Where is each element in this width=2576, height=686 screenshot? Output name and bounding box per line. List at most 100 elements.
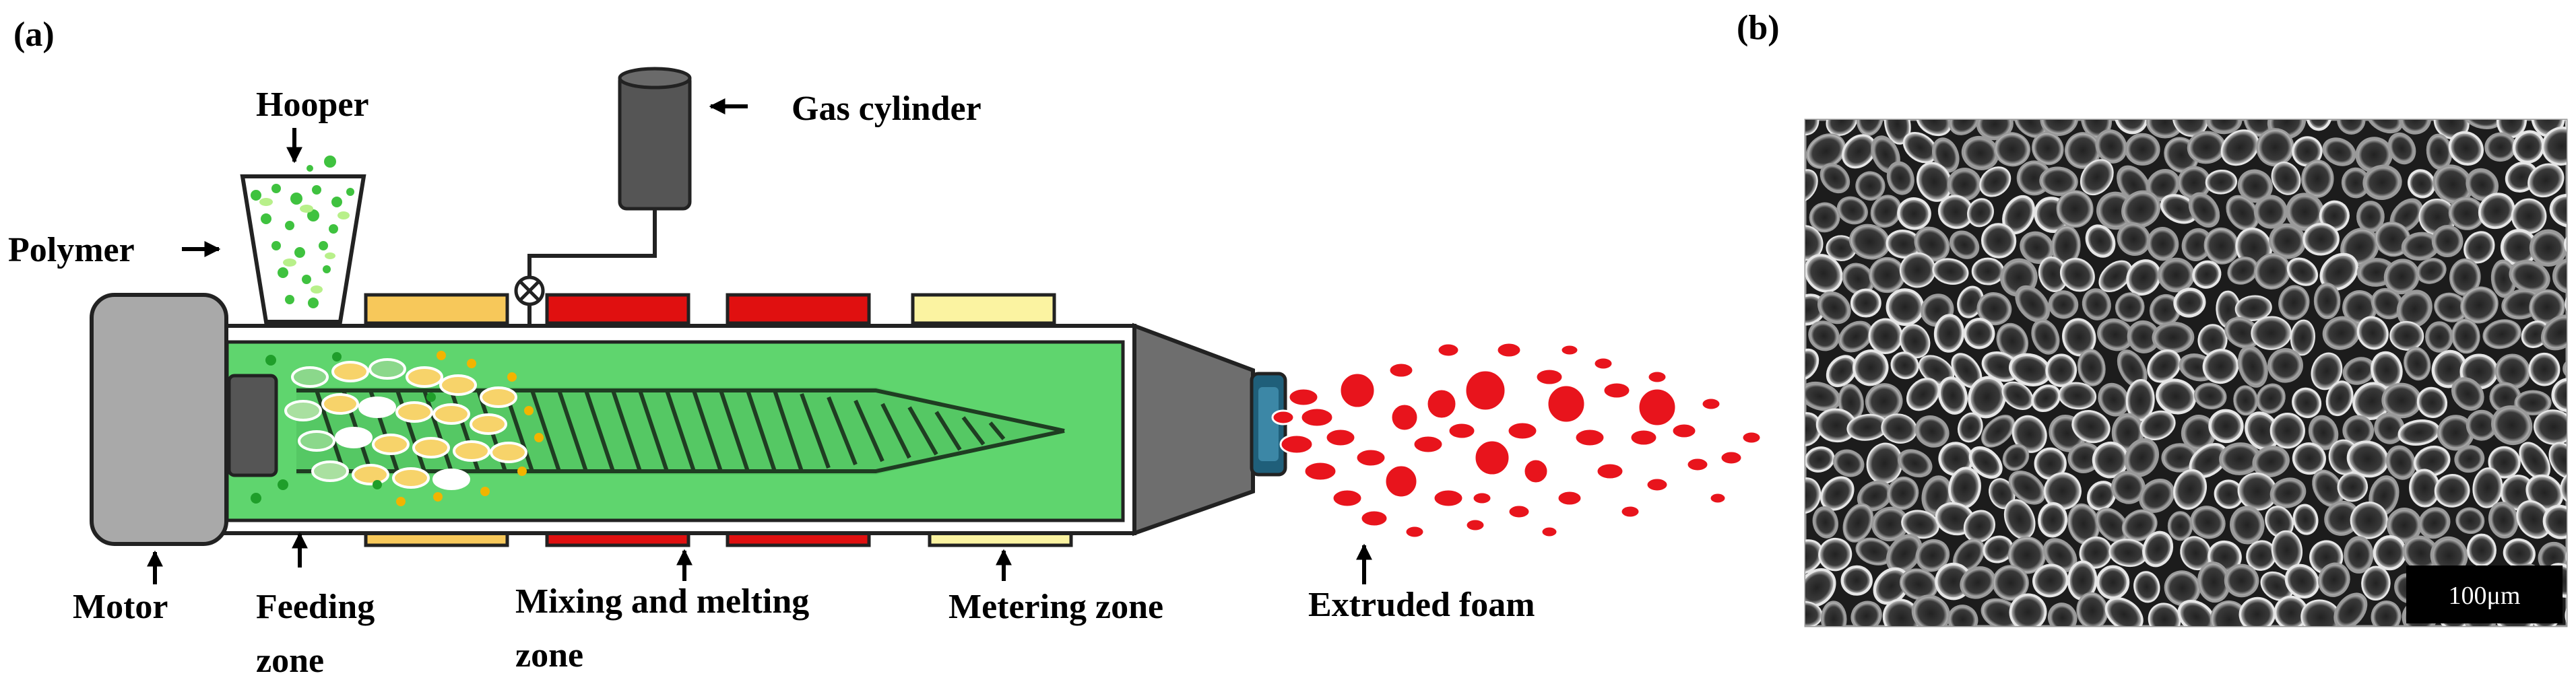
foam-cell	[2366, 120, 2404, 134]
foam-cell	[1917, 162, 1952, 202]
foam-cell	[2572, 253, 2576, 302]
foam-cell	[1805, 120, 1820, 136]
nozzle-highlight	[1258, 387, 1279, 461]
foam-cell	[2361, 565, 2391, 601]
gas-cylinder-label: Gas cylinder	[792, 90, 981, 128]
foam-cell	[2148, 603, 2181, 626]
foam-cell	[2001, 381, 2034, 410]
foam-cell	[2158, 257, 2195, 293]
foam-cell	[2482, 319, 2521, 349]
foam-cell	[2337, 472, 2369, 502]
foam-cell	[1898, 449, 1933, 478]
foam-cell	[1957, 412, 1983, 443]
foam-cell	[1805, 348, 1820, 381]
foam-cell	[2301, 160, 2334, 198]
screw-icon	[251, 351, 1065, 506]
foam-cell	[1937, 376, 1968, 415]
foam-cell	[2451, 377, 2484, 411]
foam-cell	[2292, 504, 2319, 535]
foam-cell	[2146, 227, 2179, 261]
foam-cell	[2056, 190, 2094, 228]
foam-cell	[2011, 415, 2047, 453]
foam-cell	[2311, 352, 2343, 390]
foam-cell	[1967, 198, 1994, 228]
foam-cell	[2451, 318, 2480, 354]
foam-cell	[2549, 194, 2567, 228]
foam-cell	[2039, 166, 2078, 197]
foam-cell	[2541, 314, 2567, 351]
foam-cell	[1947, 168, 1982, 201]
foam-cell	[2333, 592, 2368, 626]
foam-cell	[2254, 252, 2291, 290]
foam-cell	[1870, 195, 1902, 228]
valve-icon	[514, 275, 545, 330]
foam-cell	[2193, 382, 2227, 410]
foam-cell	[1968, 446, 2003, 479]
foam-cell	[2098, 382, 2130, 417]
foam-cell	[2188, 192, 2220, 228]
foam-cell	[2058, 382, 2097, 410]
foam-cell	[2467, 533, 2497, 567]
foam-cell	[1897, 197, 1931, 230]
foam-cell	[2059, 258, 2095, 292]
polymer-label: Polymer	[8, 231, 135, 269]
foam-cell	[2271, 162, 2301, 195]
foam-cell	[1981, 415, 2016, 448]
foam-cell	[2565, 120, 2567, 145]
foam-cell	[1873, 567, 1910, 605]
foam-cell	[2092, 441, 2129, 479]
foam-cell	[2552, 258, 2567, 294]
foam-cell	[2167, 511, 2193, 541]
foam-cell	[1805, 539, 1824, 575]
foam-cell	[1840, 565, 1873, 596]
foam-cell	[2149, 294, 2181, 327]
foam-cell	[2567, 410, 2576, 450]
foam-cell	[1853, 349, 1889, 386]
foam-cell	[2115, 292, 2145, 322]
foam-cell	[2548, 442, 2567, 479]
foam-cell	[2040, 120, 2079, 136]
panel-label-b: (b)	[1737, 9, 1780, 47]
hopper	[240, 156, 366, 324]
foam-cell	[2096, 565, 2130, 600]
foam-cell	[2206, 120, 2243, 135]
foam-cell	[2142, 530, 2174, 568]
foam-cell	[2292, 442, 2326, 475]
foam-cell	[1850, 601, 1882, 626]
foam-cell	[2387, 132, 2416, 165]
foam-cell	[1818, 537, 1853, 572]
foam-cell	[2043, 472, 2082, 510]
foam-cell	[2164, 570, 2201, 607]
foam-cell	[1947, 605, 1978, 626]
foam-cell	[2431, 225, 2464, 258]
foam-cell	[1855, 171, 1886, 201]
foam-cell	[1805, 477, 1822, 514]
foam-cell	[1890, 351, 1919, 380]
foam-cell	[2478, 193, 2515, 230]
foam-cell	[2308, 415, 2339, 450]
foam-cell	[2389, 320, 2424, 351]
foam-cell	[2269, 477, 2307, 508]
foam-cell	[2104, 597, 2144, 626]
foam-cell	[1948, 120, 1980, 135]
extruded-foam-label: Extruded foam	[1308, 586, 1535, 624]
foam-cell	[2020, 231, 2055, 264]
foam-cell	[2045, 353, 2078, 387]
foam-cell	[2202, 349, 2239, 384]
feeding-heater-top	[364, 293, 509, 325]
foam-cell	[2274, 595, 2309, 626]
foam-cell	[2551, 378, 2567, 413]
foam-cell	[2121, 190, 2161, 228]
foam-cell	[1850, 288, 1881, 318]
foam-cell	[2205, 169, 2238, 195]
foam-cell	[2008, 471, 2046, 505]
foam-cell	[1842, 134, 1877, 169]
foam-cell	[2460, 286, 2499, 324]
foam-cell	[2220, 129, 2259, 166]
foam-cell	[2047, 603, 2078, 626]
foam-cell	[2048, 290, 2079, 319]
foam-cell	[2230, 506, 2265, 545]
foam-cell	[2133, 571, 2160, 603]
foam-cell	[2322, 137, 2356, 166]
